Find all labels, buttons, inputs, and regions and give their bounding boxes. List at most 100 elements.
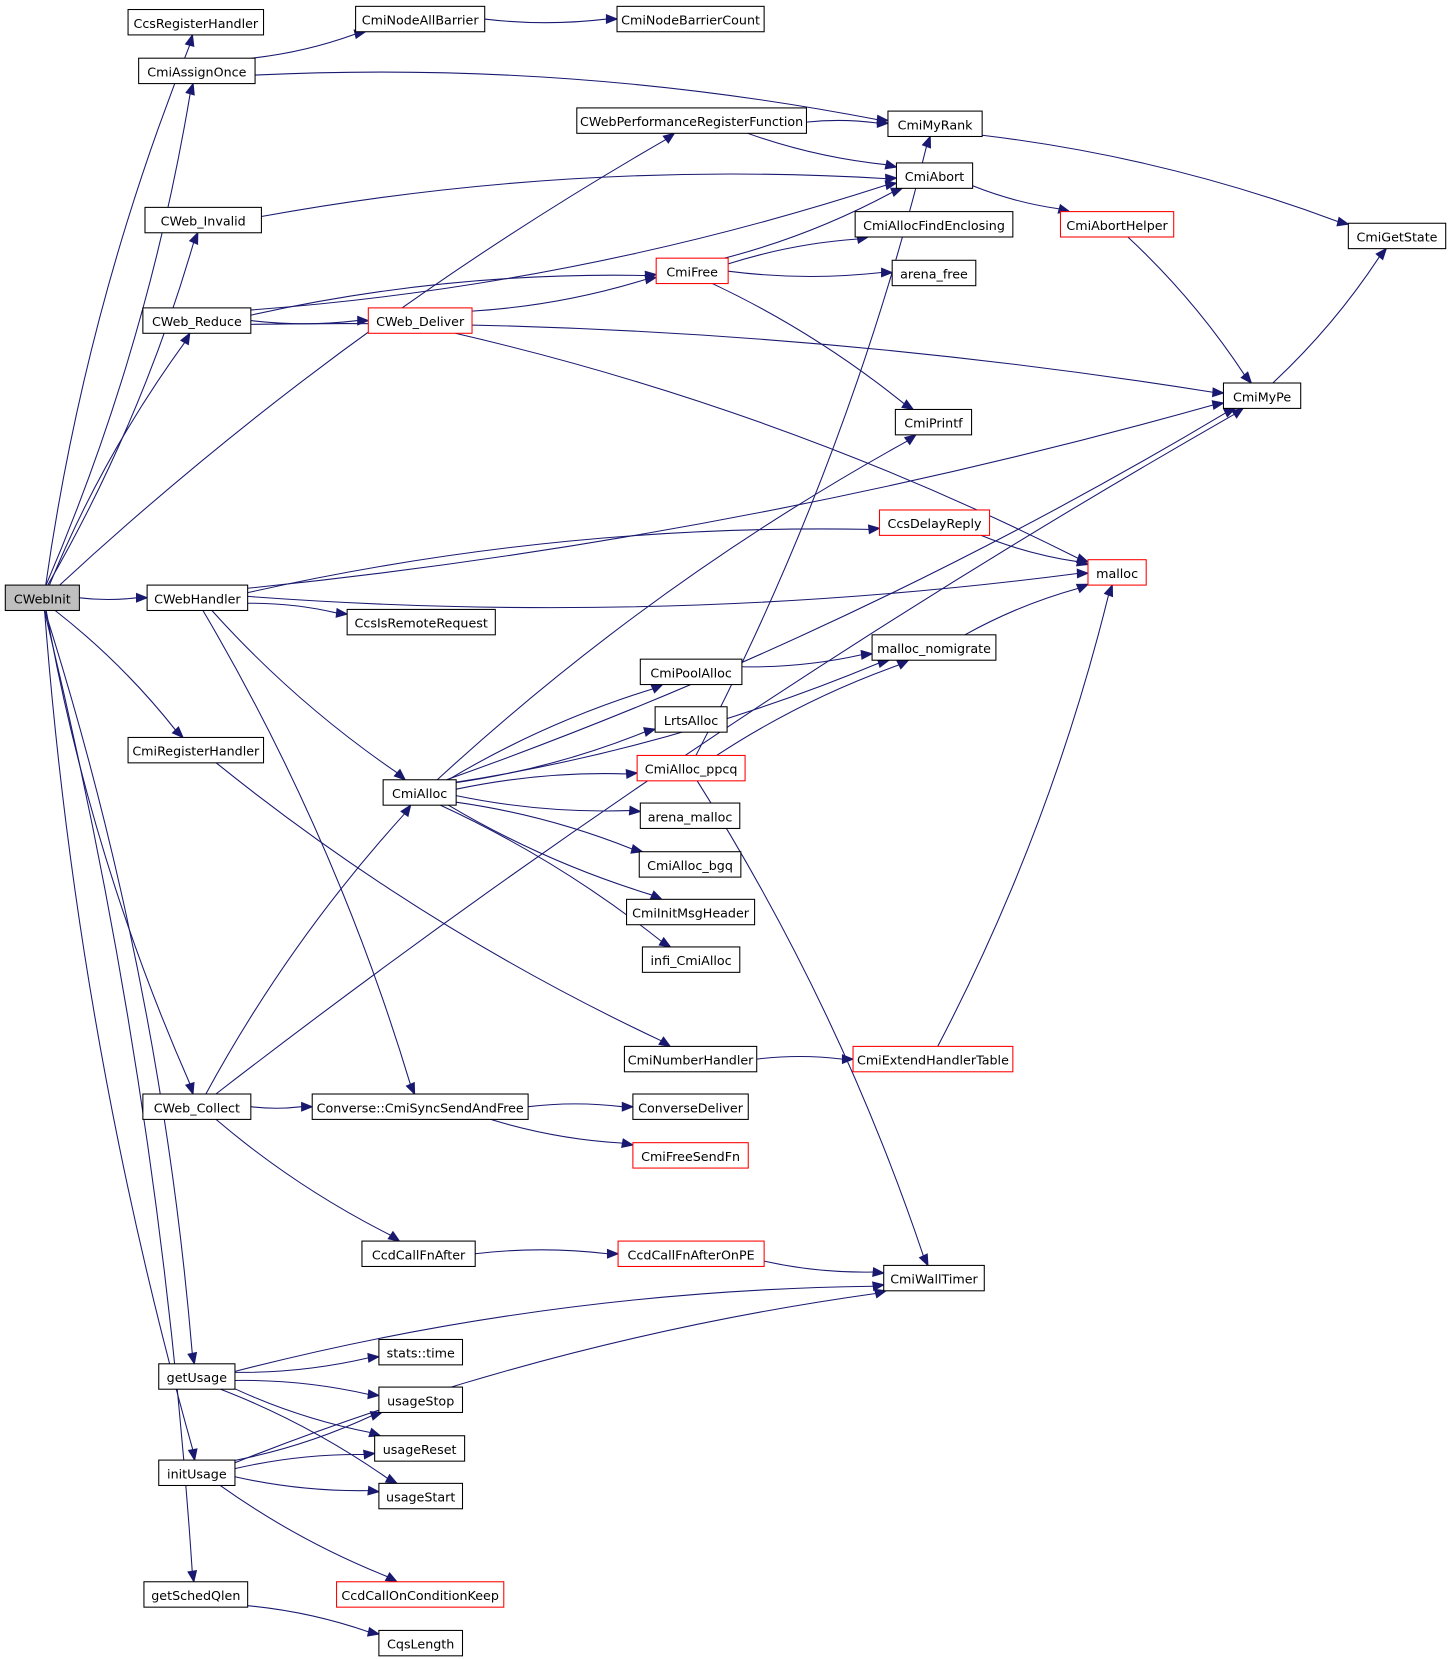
node-usage-start[interactable]: usageStart [378, 1482, 464, 1510]
node-box [617, 1240, 765, 1267]
edge-line [716, 664, 900, 756]
node-box [636, 754, 746, 782]
edge-cweb-deliver-to-malloc [455, 332, 1090, 563]
edge-cweb-handler-to-cmi-my-pe [247, 400, 1225, 589]
node-stats-time[interactable]: stats::time [378, 1338, 464, 1366]
node-ccs-delay-reply[interactable]: CcsDelayReply [878, 509, 991, 536]
node-label: CmiPoolAlloc [650, 665, 731, 680]
node-box [891, 259, 977, 287]
node-cweb-reduce[interactable]: CWeb_Reduce [142, 307, 252, 334]
node-cmi-init-msg-header[interactable]: CmiInitMsgHeader [626, 898, 756, 926]
edge-line [247, 528, 869, 594]
node-cmi-my-pe[interactable]: CmiMyPe [1222, 382, 1302, 409]
node-cweb-deliver[interactable]: CWeb_Deliver [367, 307, 473, 334]
node-ccd-call-on-condition-keep[interactable]: CcdCallOnConditionKeep [336, 1581, 505, 1608]
node-box [883, 1264, 985, 1292]
node-label: CWeb_Collect [154, 1100, 240, 1115]
edge-line [234, 1292, 876, 1464]
node-label: CmiAlloc_ppcq [645, 762, 738, 777]
arrowhead-icon [1240, 371, 1253, 385]
arrowhead-icon [884, 180, 898, 191]
node-box [854, 211, 1014, 238]
node-get-sched-qlen[interactable]: getSchedQlen [143, 1581, 249, 1608]
node-lrts-alloc[interactable]: LrtsAlloc [654, 706, 728, 733]
node-box [852, 1045, 1014, 1073]
edge-line [79, 597, 137, 601]
node-cweb-init[interactable]: CWebInit [4, 584, 80, 612]
node-cmi-assign-once[interactable]: CmiAssignOnce [138, 57, 256, 85]
node-arena-free[interactable]: arena_free [891, 259, 977, 287]
node-box [4, 584, 80, 612]
edge-cmi-alloc-to-cmi-init-msg-header [448, 804, 664, 900]
node-label: CmiInitMsgHeader [632, 906, 750, 921]
edge-cweb-reduce-to-cmi-abort [250, 180, 898, 311]
node-cmi-abort-helper[interactable]: CmiAbortHelper [1059, 211, 1175, 238]
edge-line [247, 1605, 369, 1633]
node-cmi-free[interactable]: CmiFree [655, 257, 729, 285]
node-ccd-call-fn-after[interactable]: CcdCallFnAfter [361, 1240, 476, 1267]
node-cmi-alloc-ppcq[interactable]: CmiAlloc_ppcq [636, 754, 746, 782]
node-converse-deliver[interactable]: ConverseDeliver [632, 1093, 749, 1120]
node-malloc-nomigrate[interactable]: malloc_nomigrate [871, 634, 997, 661]
edge-get-sched-qlen-to-cqs-length [247, 1605, 381, 1637]
node-label: CmiExtendHandlerTable [857, 1053, 1009, 1068]
arrowhead-icon [1075, 583, 1090, 594]
edge-cweb-handler-to-malloc [247, 568, 1090, 609]
edge-line [490, 1118, 623, 1144]
node-label: arena_malloc [648, 809, 733, 824]
node-cweb-collect[interactable]: CWeb_Collect [142, 1093, 252, 1120]
edge-line [448, 804, 653, 896]
node-label: CWebInit [14, 591, 71, 606]
node-cqs-length[interactable]: CqsLength [378, 1629, 464, 1657]
node-malloc[interactable]: malloc [1087, 559, 1147, 586]
node-label: CmiAlloc [392, 786, 447, 801]
edge-line [447, 688, 654, 781]
arrowhead-icon [903, 434, 918, 446]
node-ccd-call-fn-after-on-pe[interactable]: CcdCallFnAfterOnPE [617, 1240, 765, 1267]
node-cmi-alloc-find-enclosing[interactable]: CmiAllocFindEnclosing [854, 211, 1014, 238]
node-cweb-invalid[interactable]: CWeb_Invalid [144, 206, 262, 234]
node-cmi-extend-handler-table[interactable]: CmiExtendHandlerTable [852, 1045, 1014, 1073]
arrowhead-icon [1211, 400, 1225, 411]
node-box [374, 1435, 466, 1462]
node-box [638, 851, 742, 878]
edge-cweb-handler-to-ccs-delay-reply [247, 524, 881, 594]
node-get-usage[interactable]: getUsage [158, 1363, 236, 1390]
node-usage-stop[interactable]: usageStop [378, 1386, 464, 1414]
node-cmi-printf[interactable]: CmiPrintf [894, 408, 973, 436]
node-cmi-sync-send-and-free[interactable]: Converse::CmiSyncSendAndFree [311, 1093, 529, 1120]
node-box [1222, 382, 1302, 409]
edge-cweb-init-to-cmi-assign-once [45, 82, 195, 586]
edge-cmi-abort-helper-to-cmi-my-pe [1127, 236, 1253, 385]
node-init-usage[interactable]: initUsage [158, 1459, 236, 1487]
node-cmi-abort[interactable]: CmiAbort [895, 162, 974, 189]
arrowhead-icon [841, 1054, 855, 1065]
arrowhead-icon [860, 649, 874, 660]
node-cmi-wall-timer[interactable]: CmiWallTimer [883, 1264, 985, 1292]
node-cmi-alloc-bgq[interactable]: CmiAlloc_bgq [638, 851, 742, 878]
node-cmi-node-all-barrier[interactable]: CmiNodeAllBarrier [355, 5, 486, 33]
node-usage-reset[interactable]: usageReset [374, 1435, 466, 1462]
edge-cweb-collect-to-cmi-sync-send-and-free [250, 1101, 314, 1112]
node-label: usageReset [383, 1442, 457, 1457]
node-cmi-free-send-fn[interactable]: CmiFreeSendFn [632, 1142, 749, 1169]
arrowhead-icon [896, 659, 910, 670]
node-cmi-pool-alloc[interactable]: CmiPoolAlloc [639, 658, 743, 686]
node-cmi-my-rank[interactable]: CmiMyRank [887, 110, 983, 138]
arrowhead-icon [1336, 216, 1350, 227]
node-ccs-is-remote-request[interactable]: CcsIsRemoteRequest [346, 608, 496, 636]
node-infi-cmi-alloc[interactable]: infi_CmiAlloc [641, 946, 741, 973]
node-cweb-performance-register-function[interactable]: CWebPerformanceRegisterFunction [576, 107, 807, 134]
node-cmi-alloc[interactable]: CmiAlloc [382, 779, 457, 806]
node-cmi-get-state[interactable]: CmiGetState [1347, 222, 1447, 250]
node-cmi-number-handler[interactable]: CmiNumberHandler [623, 1045, 758, 1073]
node-cweb-handler[interactable]: CWebHandler [146, 584, 249, 612]
node-label: CmiRegisterHandler [132, 744, 260, 759]
node-cmi-node-barrier-count[interactable]: CmiNodeBarrierCount [616, 5, 765, 33]
node-cmi-register-handler[interactable]: CmiRegisterHandler [127, 736, 265, 764]
node-ccs-register-handler[interactable]: CcsRegisterHandler [127, 8, 265, 36]
node-box [895, 162, 974, 189]
edge-line [764, 1260, 874, 1273]
node-arena-malloc[interactable]: arena_malloc [639, 802, 741, 829]
